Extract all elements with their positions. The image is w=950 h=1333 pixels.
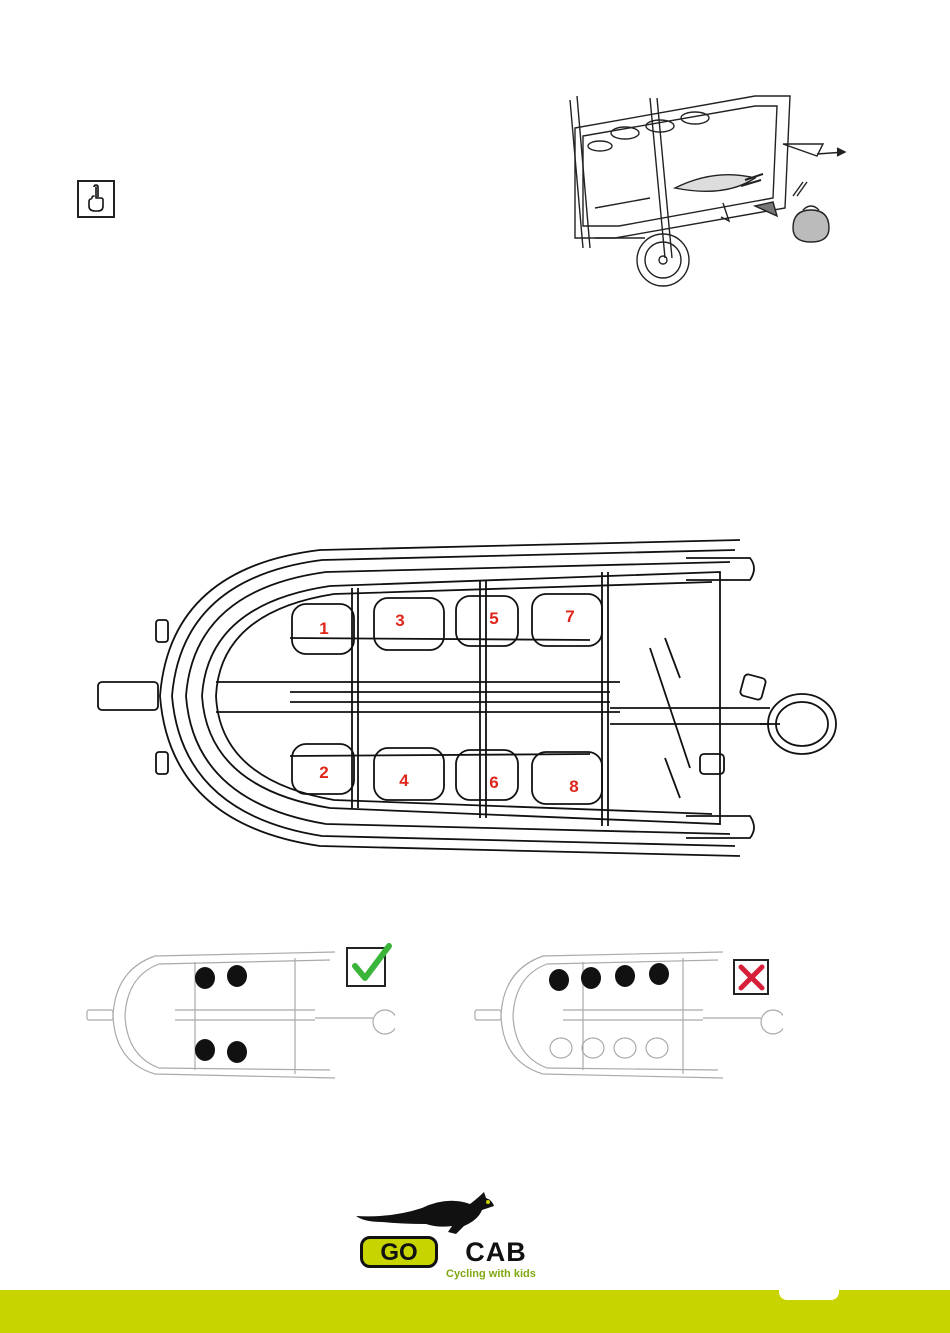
gocab-logo: GO CAB Cycling with kids [352,1188,552,1280]
seat-number: 7 [565,607,574,626]
cross-icon [732,958,772,998]
logo-tagline: Cycling with kids [446,1268,536,1280]
logo-go-text: GO [360,1236,438,1268]
seat-number: 2 [319,763,328,782]
pointing-finger-icon [77,180,115,218]
logo-cab-text: CAB [465,1237,527,1267]
seat-number: 1 [319,619,328,638]
cargo-bike-top-view: 1 2 3 4 5 6 7 8 [90,528,850,868]
seat-number: 5 [489,609,498,628]
kangaroo-icon [352,1188,512,1238]
seat-number: 4 [399,771,409,790]
page-number-tab [779,1286,839,1300]
checkmark-icon [345,942,387,984]
seat-number: 6 [489,773,498,792]
maintenance-illustration [555,88,855,300]
seat-number: 8 [569,777,578,796]
seat-number: 3 [395,611,404,630]
